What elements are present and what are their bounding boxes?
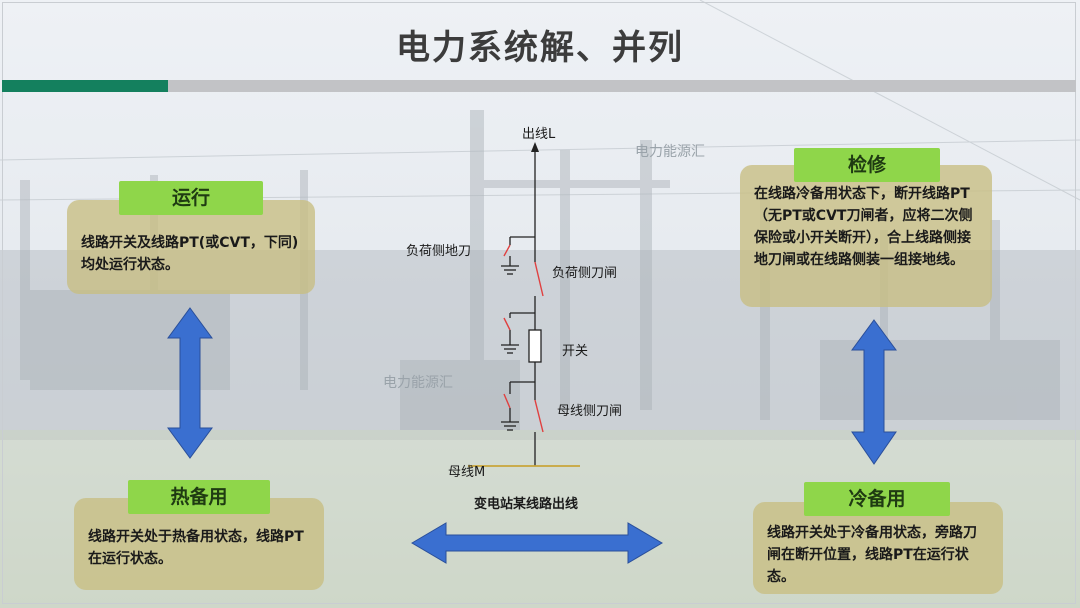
line-out-arrow [531,142,539,152]
breaker-ground-knife-blade [503,317,511,331]
label-hot-standby: 热备用 [128,480,270,514]
slide-title: 电力系统解、并列 [396,28,684,68]
label-bus: 母线M [448,465,486,480]
label-maintenance: 检修 [794,148,940,182]
double-arrow-maintenance-cold [851,319,897,465]
watermark: 电力能源汇 [635,144,705,160]
double-arrow-run-hot [167,307,213,459]
watermark: 电力能源汇 [383,375,453,391]
load-knife-blade [534,261,544,297]
bus-knife-blade [534,399,544,433]
run-description: 线路开关及线路PT(或CVT，下同)均处运行状态。 [81,235,299,273]
label-load-knife: 负荷侧刀闸 [552,266,618,281]
label-bus-knife: 母线侧刀闸 [557,404,623,419]
maintenance-description: 在线路冷备用状态下，断开线路PT（无PT或CVT刀闸者，应将二次侧保险或小开关断… [754,186,973,268]
panel-run: 线路开关及线路PT(或CVT，下同)均处运行状态。 [67,200,315,294]
diagram-caption: 变电站某线路出线 [474,497,579,512]
title-rule-accent [2,80,168,92]
bus-ground-knife-blade [503,393,511,409]
label-run: 运行 [119,181,263,215]
label-breaker: 开关 [562,344,589,359]
hot-standby-description: 线路开关处于热备用状态，线路PT在运行状态。 [88,529,304,567]
cold-standby-description: 线路开关处于冷备用状态，旁路刀闸在断开位置，线路PT在运行状态。 [767,525,977,585]
breaker-symbol [528,329,542,363]
double-arrow-hot-cold [411,522,663,564]
label-line-out: 出线L [522,127,556,142]
load-ground-knife-blade [503,244,511,257]
panel-maintenance: 在线路冷备用状态下，断开线路PT（无PT或CVT刀闸者，应将二次侧保险或小开关断… [740,165,992,307]
panel-cold-standby: 线路开关处于冷备用状态，旁路刀闸在断开位置，线路PT在运行状态。 [753,502,1003,594]
label-load-ground-knife: 负荷侧地刀 [406,244,472,259]
title-rule [168,80,1076,92]
label-cold-standby: 冷备用 [804,482,950,516]
